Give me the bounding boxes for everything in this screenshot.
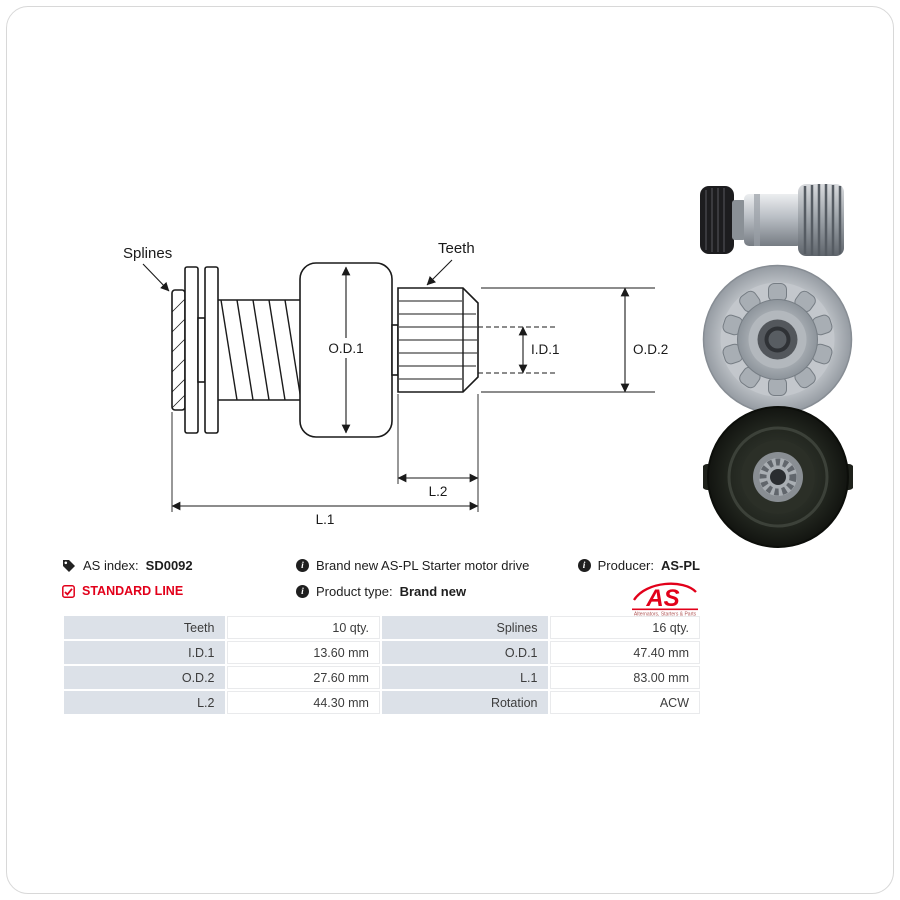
spec-value: 83.00 mm	[549, 666, 700, 689]
producer-label: Producer:	[597, 558, 654, 573]
dimension-od2: O.D.2	[481, 287, 668, 393]
splines-callout-label: Splines	[123, 245, 172, 262]
as-index-row: AS index: SD0092	[62, 558, 193, 573]
spec-value: 10 qty.	[226, 616, 380, 639]
info-icon	[296, 585, 309, 598]
product-type-row: Product type: Brand new	[296, 584, 466, 599]
dimension-l1: L.1	[171, 412, 479, 527]
table-row: L.2 44.30 mm Rotation ACW	[64, 691, 700, 714]
product-photo-front-view	[700, 262, 855, 422]
table-row: O.D.2 27.60 mm L.1 83.00 mm	[64, 666, 700, 689]
spec-label: O.D.1	[381, 641, 548, 664]
as-index-label: AS index:	[83, 558, 139, 573]
logo-tagline: Alternators, Starters & Parts	[634, 612, 697, 618]
od1-label: O.D.1	[328, 341, 363, 356]
teeth-leader-arrow	[426, 259, 453, 286]
spec-label: Rotation	[381, 691, 548, 714]
tag-icon	[63, 559, 75, 572]
id1-label: I.D.1	[531, 342, 560, 357]
table-row: Teeth 10 qty. Splines 16 qty.	[64, 616, 700, 639]
spec-label: L.1	[381, 666, 548, 689]
product-photo-rear-view	[702, 402, 854, 557]
technical-drawing: Splines Teeth	[123, 240, 668, 527]
product-description: Brand new AS-PL Starter motor drive	[316, 558, 530, 573]
spec-value: ACW	[549, 691, 700, 714]
spec-label: Teeth	[64, 616, 225, 639]
logo-underline	[632, 608, 698, 611]
spec-table: Teeth 10 qty. Splines 16 qty. I.D.1 13.6…	[62, 614, 702, 716]
as-index-value: SD0092	[145, 558, 193, 573]
product-type-label: Product type:	[316, 584, 393, 599]
spec-label: L.2	[64, 691, 225, 714]
producer-value: AS-PL	[661, 558, 700, 573]
info-icon	[296, 559, 309, 572]
dimension-l2: L.2	[397, 394, 479, 512]
info-icon	[577, 559, 591, 572]
l2-label: L.2	[429, 484, 448, 499]
checkbox-checked-icon	[62, 584, 75, 598]
spec-value: 47.40 mm	[549, 641, 700, 664]
logo-text: AS	[645, 585, 679, 612]
spec-label: O.D.2	[64, 666, 225, 689]
flange-disc-2	[204, 266, 219, 434]
standard-line-label: STANDARD LINE	[82, 584, 184, 598]
description-row: Brand new AS-PL Starter motor drive	[296, 558, 529, 573]
spec-value: 44.30 mm	[226, 691, 380, 714]
spec-value: 27.60 mm	[226, 666, 380, 689]
producer-row: Producer: AS-PL	[577, 558, 700, 573]
splines-leader-arrow	[142, 263, 170, 292]
dimension-od1: O.D.1	[321, 266, 371, 434]
shaft-neck	[391, 324, 399, 376]
dimension-id1: I.D.1	[478, 326, 560, 374]
teeth-callout-label: Teeth	[438, 240, 475, 257]
logo-swoosh	[633, 582, 697, 601]
spec-value: 16 qty.	[549, 616, 700, 639]
product-photo-side-view	[692, 170, 857, 275]
gear-teeth-lines	[399, 300, 477, 380]
standard-line-row: STANDARD LINE	[62, 584, 183, 598]
l1-label: L.1	[316, 512, 335, 527]
spec-label: I.D.1	[64, 641, 225, 664]
product-type-value: Brand new	[399, 584, 467, 599]
od2-label: O.D.2	[633, 342, 668, 357]
spec-label: Splines	[381, 616, 548, 639]
flange-spacer	[197, 317, 206, 383]
as-pl-logo: AS Alternators, Starters & Parts	[630, 579, 700, 622]
table-row: I.D.1 13.60 mm O.D.1 47.40 mm	[64, 641, 700, 664]
spec-value: 13.60 mm	[226, 641, 380, 664]
spline-bore-hatching	[171, 298, 186, 409]
flange-disc-1	[184, 266, 199, 434]
